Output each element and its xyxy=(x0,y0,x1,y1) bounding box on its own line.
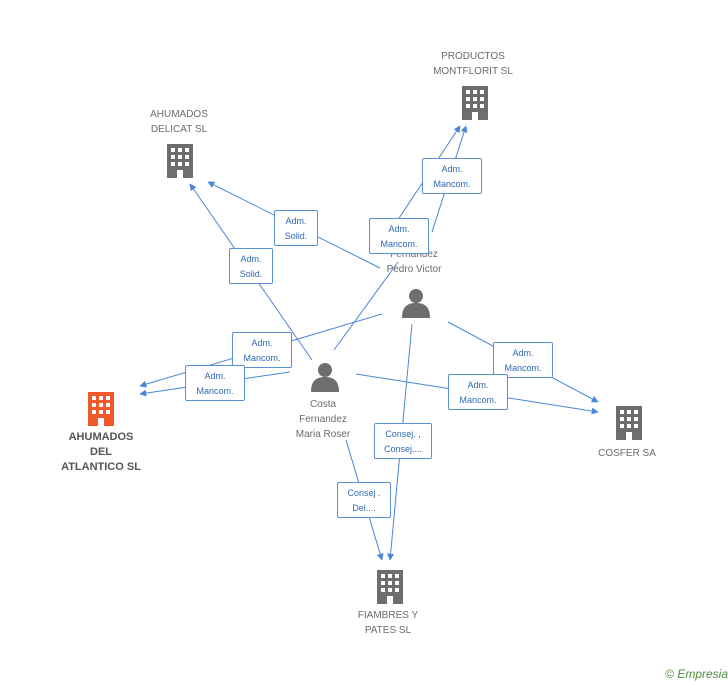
node-label-costa[interactable]: Costa Fernandez Maria Roser xyxy=(295,399,351,440)
edge-label-costa-cosfer[interactable]: Adm. Mancom. xyxy=(448,374,508,410)
edge-label-pedro-delicat[interactable]: Adm. Solid. xyxy=(274,210,318,246)
node-label-delicat[interactable]: AHUMADOS DELICAT SL xyxy=(150,109,208,135)
copyright-icon: © xyxy=(665,667,674,681)
node-label-pedro[interactable]: Fernandez Pedro Victor xyxy=(386,249,442,275)
brand-logo: Empresia xyxy=(677,667,728,681)
edge-label-pedro-fiambres[interactable]: Consej. , Consej.... xyxy=(374,423,432,459)
building-icon xyxy=(377,570,403,604)
edge-label-costa-productos[interactable]: Adm. Mancom. xyxy=(369,218,429,254)
person-icon xyxy=(402,289,430,318)
edge-label-costa-atlantico[interactable]: Adm. Mancom. xyxy=(185,365,245,401)
node-label-atlantico[interactable]: AHUMADOS DEL ATLANTICO SL xyxy=(61,431,141,473)
building-icon xyxy=(167,144,193,178)
edge-label-pedro-cosfer[interactable]: Adm. Mancom. xyxy=(493,342,553,378)
edge-label-pedro-productos[interactable]: Adm. Mancom. xyxy=(422,158,482,194)
node-label-fiambres[interactable]: FIAMBRES Y PATES SL xyxy=(357,610,419,636)
edge-costa-productos xyxy=(333,261,399,351)
footer-brand: © Empresia xyxy=(665,667,728,681)
person-icon xyxy=(311,363,339,392)
edge-label-costa-fiambres[interactable]: Consej . Del.... xyxy=(337,482,391,518)
edge-label-pedro-atlantico[interactable]: Adm. Mancom. xyxy=(232,332,292,368)
building-icon xyxy=(462,86,488,120)
building-icon xyxy=(616,406,642,440)
edge-label-costa-delicat[interactable]: Adm. Solid. xyxy=(229,248,273,284)
building-icon xyxy=(88,392,114,426)
node-label-cosfer[interactable]: COSFER SA xyxy=(598,448,656,459)
node-label-productos[interactable]: PRODUCTOS MONTFLORIT SL xyxy=(433,51,513,77)
